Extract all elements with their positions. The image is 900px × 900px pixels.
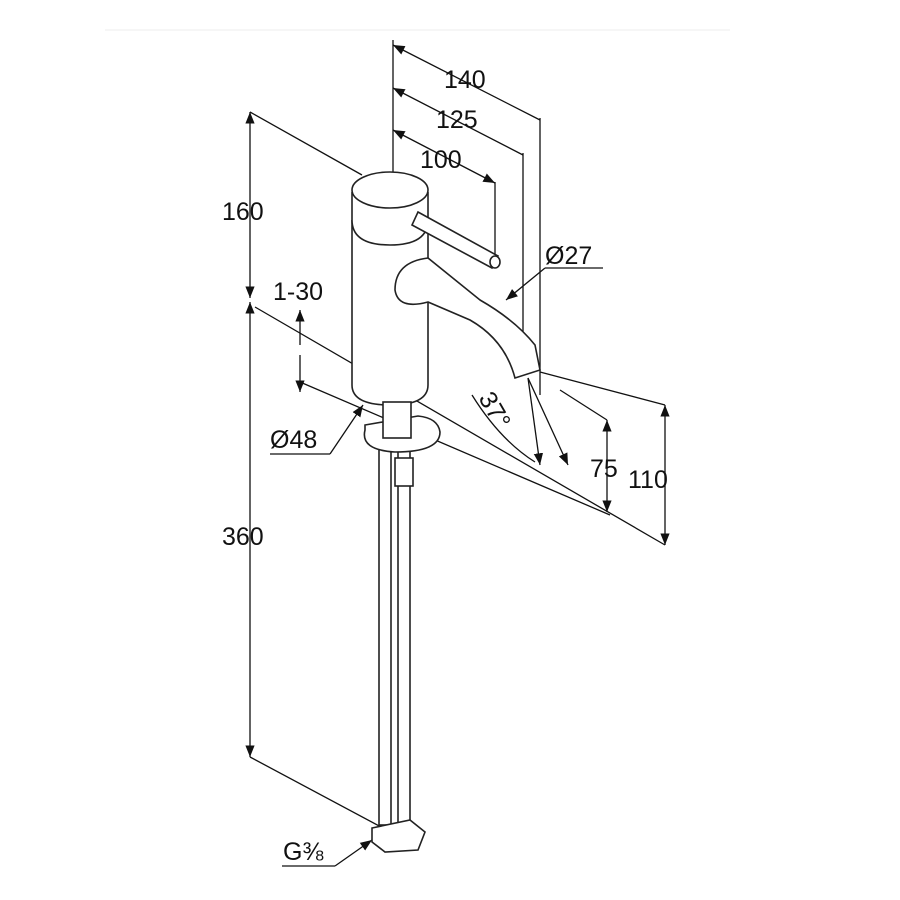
thread-label: G⅜ <box>283 838 323 866</box>
dimension-widths <box>392 40 541 395</box>
counter-top-line <box>254 306 666 546</box>
dimension-heights-right <box>471 371 670 545</box>
angle-37-label: 37° <box>473 387 516 434</box>
dia-48-leader <box>329 404 364 455</box>
dim-160-label: 160 <box>222 198 264 226</box>
dim-125-label: 125 <box>436 106 478 134</box>
dim-100-label: 100 <box>420 146 462 174</box>
dim-1-30-label: 1-30 <box>273 278 323 306</box>
dia-48-label: Ø48 <box>270 426 317 454</box>
counter-bottom-line <box>299 381 611 516</box>
dim-75-label: 75 <box>590 455 618 483</box>
dia-27-label: Ø27 <box>545 242 592 270</box>
dimension-heights-left <box>245 111 384 829</box>
dim-360-label: 360 <box>222 523 264 551</box>
dia-27-leader <box>505 267 546 301</box>
thread-leader <box>334 839 373 867</box>
dim-110-label: 110 <box>628 466 668 494</box>
faucet-illustration <box>351 171 541 853</box>
dim-140-label: 140 <box>444 66 486 94</box>
